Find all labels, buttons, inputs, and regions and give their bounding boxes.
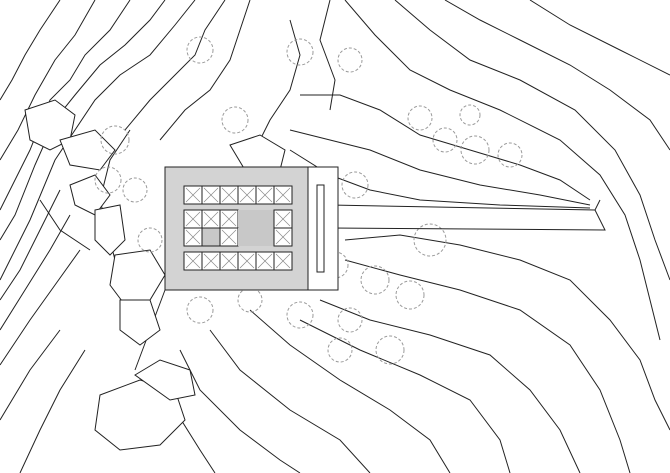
- room-cross-mark: [185, 253, 201, 269]
- room-cross-mark: [203, 253, 219, 269]
- room-cross-mark: [275, 211, 291, 227]
- rock-outcrops: [24, 99, 286, 451]
- room-cross-mark: [275, 187, 291, 203]
- room-cross-mark: [221, 211, 237, 227]
- courtyard-cell: [201, 227, 221, 247]
- room-cross-mark: [221, 229, 237, 245]
- room-cross-mark: [185, 211, 201, 227]
- room-cross-mark: [239, 253, 255, 269]
- building: [164, 166, 339, 291]
- room-cross-mark: [203, 187, 219, 203]
- room-cross-mark: [185, 229, 201, 245]
- room-cross-mark: [239, 187, 255, 203]
- room-cross-mark: [257, 253, 273, 269]
- room-cross-mark: [221, 253, 237, 269]
- courtyard-cell: [256, 210, 274, 228]
- room-cross-mark: [275, 229, 291, 245]
- courtyard-cell: [238, 210, 256, 228]
- room-cross-mark: [275, 253, 291, 269]
- courtyard-cell: [256, 228, 274, 246]
- trees: [94, 36, 523, 365]
- room-cross-mark: [257, 187, 273, 203]
- room-cross-mark: [203, 211, 219, 227]
- room-cross-mark: [221, 187, 237, 203]
- room-grid: [183, 185, 293, 271]
- access-road: [329, 199, 606, 231]
- courtyard-cell: [238, 228, 256, 246]
- room-cross-mark: [185, 187, 201, 203]
